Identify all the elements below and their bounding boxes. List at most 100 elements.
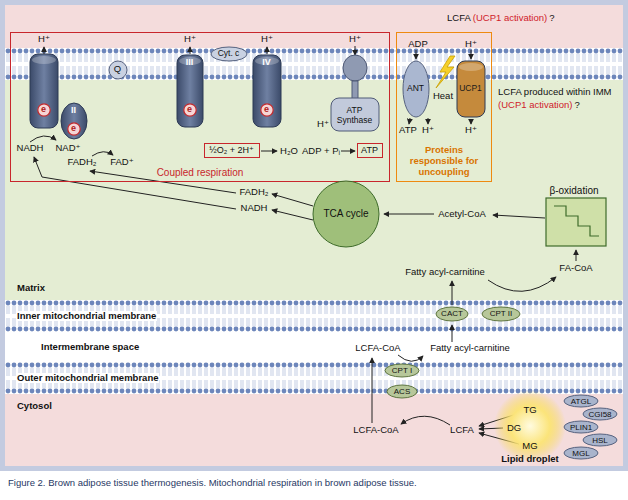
arrows bbox=[488, 277, 556, 291]
arrows bbox=[190, 47, 191, 54]
text-label: ? bbox=[548, 13, 555, 24]
protein-shape: e II bbox=[60, 102, 88, 140]
node-label: IV bbox=[262, 57, 271, 67]
arrows bbox=[30, 46, 576, 444]
text-label: DG bbox=[506, 423, 522, 434]
protein-shape: ATP bbox=[357, 143, 383, 158]
node-label: e bbox=[264, 104, 269, 114]
text-label: Intermembrane space bbox=[40, 342, 140, 353]
text-label: LCFA bbox=[446, 13, 472, 24]
text-label: (UCP1 activation) bbox=[497, 100, 573, 111]
text-label: FA-CoA bbox=[558, 263, 593, 274]
text-label: Acetyl-CoA bbox=[437, 209, 487, 220]
complex-i-symbol bbox=[30, 54, 58, 128]
background-regions bbox=[5, 362, 623, 394]
protein-shape: MGL bbox=[563, 446, 599, 460]
arrows bbox=[341, 151, 355, 152]
text-label: NADH bbox=[240, 203, 269, 214]
text-label: Inner mitochondrial membrane bbox=[16, 311, 157, 322]
node-label: CPT II bbox=[490, 309, 513, 318]
heat-bolt bbox=[436, 56, 455, 88]
text-label: H⁺ bbox=[348, 34, 362, 45]
arrows bbox=[384, 214, 434, 215]
arrows bbox=[409, 118, 410, 124]
node-label: e bbox=[187, 104, 192, 114]
text-label: ADP + Pᵢ bbox=[301, 146, 341, 157]
node-label: TCA cycle bbox=[323, 208, 368, 220]
text-label: NADH bbox=[16, 143, 45, 154]
node-label: CACT bbox=[441, 309, 463, 318]
arrows bbox=[471, 119, 472, 124]
arrows bbox=[30, 136, 56, 142]
electron-marker: e bbox=[183, 103, 197, 117]
protein-shape: ACS bbox=[386, 384, 418, 399]
text-label: H⁺ bbox=[421, 125, 435, 136]
background-regions bbox=[5, 48, 623, 80]
text-label: FAD⁺ bbox=[109, 157, 135, 168]
protein-shape: ATGL bbox=[563, 394, 599, 408]
protein-shape: e III bbox=[176, 54, 204, 128]
complex-i-symbol bbox=[30, 54, 58, 128]
group-box: ANTUCP1Proteins responsible for uncoupli… bbox=[396, 32, 492, 182]
protein-shape: CACT bbox=[435, 306, 469, 322]
text-label: Matrix bbox=[16, 283, 46, 294]
node-label: II bbox=[71, 105, 76, 115]
arrows bbox=[267, 47, 268, 54]
protein-shape: Lipid droplet bbox=[492, 390, 568, 466]
protein-shape: CPT II bbox=[481, 306, 521, 322]
arrows bbox=[44, 47, 45, 54]
protein-shape: PLIN1 bbox=[563, 420, 599, 434]
text-label: MG bbox=[521, 441, 538, 452]
protein-shape: ATP Synthase bbox=[330, 54, 380, 132]
electron-marker: e bbox=[37, 103, 51, 117]
text-label: H⁺ bbox=[37, 34, 51, 45]
text-label: LCFA-CoA bbox=[352, 425, 399, 436]
text-label: H⁺ bbox=[260, 34, 274, 45]
arrows bbox=[372, 358, 373, 423]
node-label: PLIN1 bbox=[570, 423, 592, 432]
text-label: H⁺ bbox=[316, 119, 330, 130]
protein-shape: TCA cycle bbox=[312, 180, 380, 248]
arrows bbox=[92, 152, 113, 156]
text-label: LCFA-CoA bbox=[354, 343, 401, 354]
text-label: Outer mitochondrial membrane bbox=[16, 373, 159, 384]
arrows bbox=[493, 215, 545, 218]
text-label: (UCP1 activation) bbox=[472, 13, 548, 24]
node-label: Coupled respiration bbox=[157, 167, 244, 179]
text-label: ? bbox=[573, 100, 580, 111]
text-label: FADH₂ bbox=[238, 187, 269, 198]
protein-shape: ½O₂ + 2H⁺ bbox=[204, 143, 260, 158]
text-label: FADH₂ bbox=[66, 157, 97, 168]
background-regions bbox=[5, 300, 623, 332]
text-label: H⁺ bbox=[183, 34, 197, 45]
text-label: TG bbox=[522, 405, 537, 416]
node-label: Lipid droplet bbox=[501, 454, 559, 465]
arrows bbox=[34, 157, 236, 209]
background-regions bbox=[5, 48, 623, 80]
text-label: Fatty acyl-carnitine bbox=[429, 343, 511, 354]
protein-shape: UCP1 bbox=[456, 60, 486, 118]
protein-shape: Cyt. c bbox=[210, 46, 248, 62]
node-label: e bbox=[71, 123, 76, 133]
node-label: III bbox=[186, 57, 194, 67]
protein-shape: CGI58 bbox=[582, 407, 618, 421]
complex-i-symbol bbox=[32, 56, 56, 64]
text-label: NAD⁺ bbox=[54, 143, 81, 154]
text-label: Heat bbox=[432, 91, 454, 102]
node-label: ½O₂ + 2H⁺ bbox=[209, 145, 254, 155]
text-label: H⁺ bbox=[464, 39, 478, 50]
protein-shape: HSL bbox=[582, 433, 618, 447]
text-label: ATP bbox=[398, 125, 418, 136]
node-label: UCP1 bbox=[459, 84, 482, 94]
protein-shape: ANT bbox=[402, 60, 430, 118]
node-label: Cyt. c bbox=[218, 49, 240, 59]
node-label: ATP bbox=[361, 145, 378, 155]
arrows bbox=[428, 118, 429, 124]
node-label: ATP Synthase bbox=[332, 106, 378, 126]
node-label: MGL bbox=[572, 449, 589, 458]
heat-bolt bbox=[436, 56, 455, 88]
node-label: CPT I bbox=[392, 366, 412, 375]
text-label: H⁺ bbox=[464, 125, 478, 136]
node-label: Q bbox=[114, 64, 121, 75]
